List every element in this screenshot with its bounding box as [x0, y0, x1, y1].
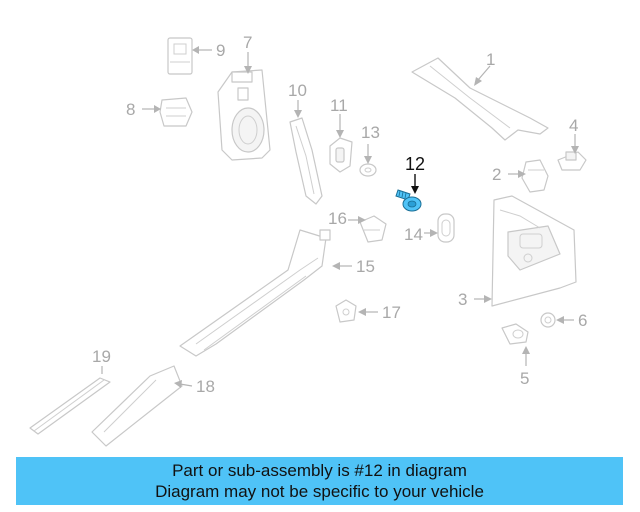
part-1-pillar-trim[interactable] [411, 57, 549, 141]
callout-7[interactable]: 7 [243, 33, 252, 74]
svg-text:12: 12 [405, 154, 425, 174]
part-9-bracket[interactable] [167, 37, 193, 75]
callout-10[interactable]: 10 [288, 81, 307, 118]
banner-line-2: Diagram may not be specific to your vehi… [155, 482, 484, 501]
svg-text:15: 15 [356, 257, 375, 276]
callout-13[interactable]: 13 [361, 123, 380, 164]
callout-14[interactable]: 14 [404, 225, 438, 244]
part-8-clip[interactable] [159, 97, 193, 127]
part-13-washer[interactable] [359, 163, 377, 177]
callout-2[interactable]: 2 [492, 165, 526, 184]
part-10-weatherstrip[interactable] [289, 117, 323, 205]
part-15-sill-plate[interactable] [179, 229, 331, 357]
svg-text:11: 11 [330, 96, 348, 115]
callout-17[interactable]: 17 [358, 303, 401, 322]
callout-8[interactable]: 8 [126, 100, 161, 119]
callout-9[interactable]: 9 [192, 41, 225, 60]
svg-text:2: 2 [492, 165, 501, 184]
svg-text:18: 18 [196, 377, 215, 396]
svg-text:1: 1 [486, 50, 495, 69]
svg-text:17: 17 [382, 303, 401, 322]
part-3-kick-panel[interactable] [491, 195, 577, 307]
callout-4[interactable]: 4 [569, 116, 579, 154]
svg-text:13: 13 [361, 123, 380, 142]
svg-text:10: 10 [288, 81, 307, 100]
svg-text:6: 6 [578, 311, 587, 330]
part-12-screw-highlighted[interactable] [395, 189, 422, 212]
part-6-push-clip[interactable] [540, 312, 556, 328]
part-11-grommet[interactable] [329, 137, 353, 173]
svg-text:3: 3 [458, 290, 467, 309]
svg-text:19: 19 [92, 347, 111, 366]
svg-text:8: 8 [126, 100, 135, 119]
callout-1[interactable]: 1 [474, 50, 495, 86]
svg-text:5: 5 [520, 369, 529, 388]
parts-diagram: 1 7 9 8 10 [29, 33, 587, 447]
part-16-clip[interactable] [359, 215, 387, 243]
svg-text:14: 14 [404, 225, 423, 244]
callout-6[interactable]: 6 [556, 311, 587, 330]
part-14-grommet[interactable] [437, 213, 455, 243]
svg-text:9: 9 [216, 41, 225, 60]
part-17-nut[interactable] [335, 299, 357, 323]
part-5-plug[interactable] [501, 323, 529, 345]
part-4-clip[interactable] [557, 151, 587, 171]
svg-text:4: 4 [569, 116, 578, 135]
callout-18[interactable]: 18 [174, 377, 215, 396]
part-2-retainer[interactable] [521, 159, 549, 193]
callout-12-highlighted[interactable]: 12 [405, 154, 425, 194]
part-7-b-pillar-trim[interactable] [217, 69, 271, 161]
info-banner: Part or sub-assembly is #12 in diagram D… [16, 457, 623, 505]
svg-text:7: 7 [243, 33, 252, 52]
callout-19[interactable]: 19 [92, 347, 111, 374]
callout-3[interactable]: 3 [458, 290, 492, 309]
svg-text:16: 16 [328, 209, 347, 228]
callout-15[interactable]: 15 [332, 257, 375, 276]
callout-16[interactable]: 16 [328, 209, 366, 228]
part-19-strip[interactable] [29, 377, 111, 435]
banner-line-1: Part or sub-assembly is #12 in diagram [172, 461, 467, 480]
callout-5[interactable]: 5 [520, 346, 530, 388]
callout-11[interactable]: 11 [330, 96, 348, 138]
part-18-scuff-panel[interactable] [91, 365, 183, 447]
